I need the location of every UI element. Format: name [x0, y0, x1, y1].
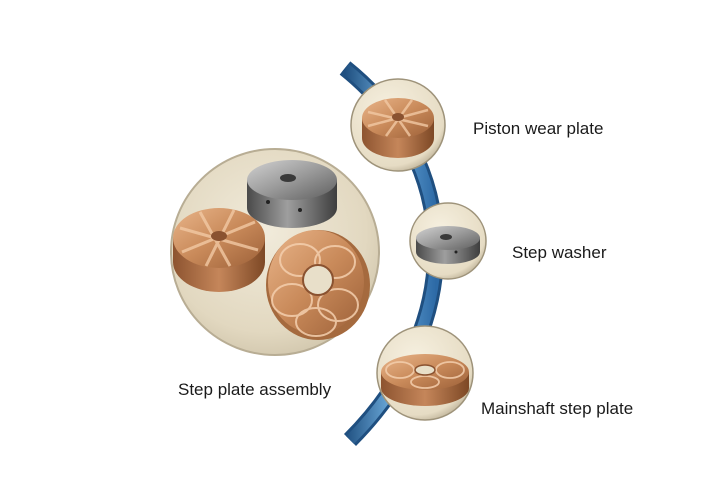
bronze-disc-icon [173, 208, 265, 292]
mainshaft-step-plate-node [376, 325, 474, 421]
bronze-disc-icon [362, 98, 434, 158]
grooved-ring-icon [266, 230, 370, 340]
grooved-ring-icon [381, 354, 469, 406]
steel-washer-icon [247, 160, 337, 228]
label-step-plate-assembly: Step plate assembly [178, 380, 332, 399]
assembly-circle [170, 148, 380, 356]
step-washer-node [409, 202, 487, 280]
piston-wear-plate-node [350, 78, 446, 172]
label-step-washer: Step washer [512, 243, 607, 262]
label-piston-wear-plate: Piston wear plate [473, 119, 604, 138]
steel-washer-icon [416, 226, 480, 264]
label-mainshaft-step-plate: Mainshaft step plate [481, 399, 634, 418]
